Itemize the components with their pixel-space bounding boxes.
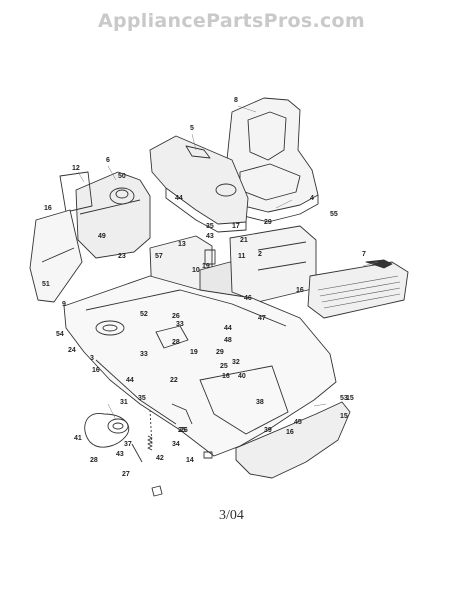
part-callout: 16 bbox=[222, 373, 230, 380]
part-callout: 16 bbox=[286, 429, 294, 436]
rear-bracket bbox=[229, 225, 317, 303]
part-callout: 44 bbox=[224, 325, 232, 332]
part-callout: 16 bbox=[44, 205, 52, 212]
part-callout: 32 bbox=[232, 359, 240, 366]
part-callout: 47 bbox=[258, 315, 266, 322]
small-hardware bbox=[151, 451, 213, 497]
part-callout: 29 bbox=[264, 219, 272, 226]
part-callout: 19 bbox=[202, 263, 210, 270]
part-callout: 51 bbox=[42, 281, 50, 288]
part-callout: 4 bbox=[310, 195, 314, 202]
part-callout: 2 bbox=[258, 251, 262, 258]
part-callout: 49 bbox=[98, 233, 106, 240]
part-callout: 9 bbox=[62, 301, 66, 308]
part-callout: 27 bbox=[122, 471, 130, 478]
part-callout: 41 bbox=[74, 435, 82, 442]
part-callout: 52 bbox=[140, 311, 148, 318]
part-callout: 55 bbox=[330, 211, 338, 218]
fuel-tank bbox=[75, 171, 151, 259]
part-callout: 11 bbox=[238, 253, 246, 260]
part-callout: 48 bbox=[224, 337, 232, 344]
part-callout: 43 bbox=[206, 233, 214, 240]
part-callout: 24 bbox=[68, 347, 76, 354]
part-callout: 34 bbox=[172, 441, 180, 448]
part-callout: 38 bbox=[256, 399, 264, 406]
part-callout: 14 bbox=[186, 457, 194, 464]
spring-linkage bbox=[131, 403, 193, 463]
part-callout: 31 bbox=[120, 399, 128, 406]
part-callout: 29 bbox=[216, 349, 224, 356]
part-callout: 28 bbox=[90, 457, 98, 464]
front-deflector bbox=[235, 401, 351, 479]
part-callout: 35 bbox=[138, 395, 146, 402]
part-callout: 15 bbox=[340, 413, 348, 420]
part-callout: 26 bbox=[172, 313, 180, 320]
part-callout: 19 bbox=[190, 349, 198, 356]
part-callout: 25 bbox=[178, 427, 186, 434]
part-callout: 33 bbox=[176, 321, 184, 328]
part-callout: 25 bbox=[220, 363, 228, 370]
part-callout: 16 bbox=[92, 367, 100, 374]
running-board bbox=[307, 259, 409, 319]
part-callout: 22 bbox=[170, 377, 178, 384]
part-callout: 53 bbox=[340, 395, 348, 402]
part-callout: 6 bbox=[106, 157, 110, 164]
part-callout: 17 bbox=[232, 223, 240, 230]
main-frame bbox=[63, 275, 337, 457]
part-callout: 21 bbox=[240, 237, 248, 244]
part-callout: 35 bbox=[206, 223, 214, 230]
part-callout: 7 bbox=[362, 251, 366, 258]
part-callout: 12 bbox=[72, 165, 80, 172]
date-code: 3/04 bbox=[219, 508, 244, 523]
part-callout: 23 bbox=[118, 253, 126, 260]
part-callout: 50 bbox=[118, 173, 126, 180]
part-callout: 37 bbox=[124, 441, 132, 448]
part-callout: 57 bbox=[155, 253, 163, 260]
part-callout: 26 bbox=[180, 427, 188, 434]
part-callout: 28 bbox=[172, 339, 180, 346]
part-callout: 10 bbox=[192, 267, 200, 274]
watermark: AppliancePartsPros.com bbox=[97, 10, 365, 32]
part-callout: 33 bbox=[140, 351, 148, 358]
part-callout: 42 bbox=[156, 455, 164, 462]
dash-panel bbox=[149, 135, 249, 233]
part-callout: 43 bbox=[116, 451, 124, 458]
part-callout: 45 bbox=[294, 419, 302, 426]
part-callout: 40 bbox=[238, 373, 246, 380]
part-callout: 13 bbox=[178, 241, 186, 248]
part-callout: 54 bbox=[56, 331, 64, 338]
part-callout: 39 bbox=[264, 427, 272, 434]
part-callout: 3 bbox=[90, 355, 94, 362]
part-callout: 44 bbox=[126, 377, 134, 384]
part-callout: 8 bbox=[234, 97, 238, 104]
part-callout: 5 bbox=[190, 125, 194, 132]
part-callout: 16 bbox=[296, 287, 304, 294]
drive-belt bbox=[84, 413, 130, 448]
part-callout: 44 bbox=[175, 195, 183, 202]
part-callout: 15 bbox=[346, 395, 354, 402]
part-callout: 46 bbox=[244, 295, 252, 302]
